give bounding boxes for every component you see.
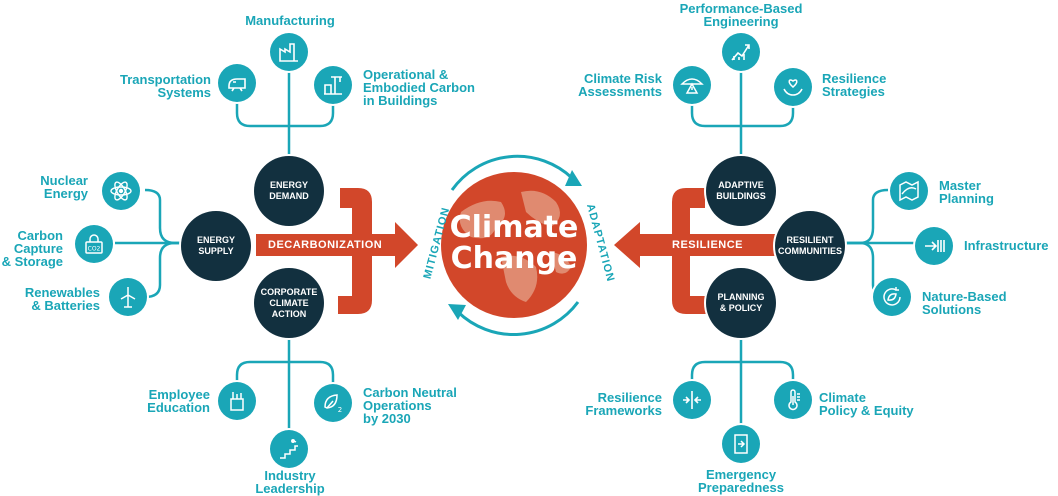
label-manufacturing: Manufacturing <box>245 13 335 28</box>
exit-door-icon[interactable] <box>722 425 760 463</box>
label-operational-carbon: Operational & Embodied Carbon in Buildin… <box>363 67 475 108</box>
train-icon[interactable] <box>218 64 256 102</box>
hub-corporate-climate-action[interactable]: CORPORATE CLIMATE ACTION <box>254 268 324 338</box>
label-employee-education: Employee Education <box>147 387 210 415</box>
stairs-climb-icon[interactable] <box>270 430 308 468</box>
co2-lock-icon[interactable]: CO2 <box>75 225 113 263</box>
resilience-banner: RESILIENCE <box>672 239 744 251</box>
hub-energy-supply[interactable]: ENERGY SUPPLY <box>181 211 251 281</box>
compress-arrows-icon[interactable] <box>673 381 711 419</box>
hub-resilient-communities[interactable]: RESILIENT COMMUNITIES <box>775 211 845 281</box>
thermometer-icon[interactable] <box>774 381 812 419</box>
center-title: Climate Change <box>449 210 579 276</box>
decarbonization-banner: DECARBONIZATION <box>268 239 383 251</box>
chart-growth-icon[interactable] <box>722 33 760 71</box>
heart-hands-icon[interactable] <box>774 68 812 106</box>
hub-energy-demand[interactable]: ENERGY DEMAND <box>254 156 324 226</box>
label-transportation: Transportation Systems <box>119 72 211 100</box>
label-climate-policy: Climate Policy & Equity <box>819 390 914 418</box>
leaf-o2-icon[interactable]: 2 <box>314 384 352 422</box>
label-climate-risk: Climate Risk Assessments <box>578 71 662 99</box>
label-resilience-frameworks: Resilience Frameworks <box>585 390 662 418</box>
factory-icon[interactable] <box>270 33 308 71</box>
label-nuclear-energy: Nuclear Energy <box>40 173 88 201</box>
label-performance-engineering: Performance-Based Engineering <box>679 1 803 29</box>
leaf-cycle-icon[interactable] <box>873 278 911 316</box>
svg-text:2: 2 <box>338 406 342 414</box>
globe <box>441 172 587 318</box>
bridge-arrow-icon[interactable] <box>915 227 953 265</box>
label-industry-leadership: Industry Leadership <box>255 468 325 496</box>
globe-land-icon <box>459 190 571 302</box>
umbrella-warning-icon[interactable] <box>673 66 711 104</box>
wind-turbine-icon[interactable] <box>109 278 147 316</box>
label-master-planning: Master Planning <box>939 178 994 206</box>
label-carbon-neutral: Carbon Neutral Operations by 2030 <box>363 385 457 426</box>
crane-building-icon[interactable] <box>314 66 352 104</box>
svg-text:CO2: CO2 <box>88 246 101 253</box>
atom-icon[interactable] <box>102 172 140 210</box>
map-curve-icon[interactable] <box>890 172 928 210</box>
label-resilience-strategies: Resilience Strategies <box>822 71 887 99</box>
label-infrastructure: Infrastructure <box>964 238 1049 253</box>
label-renewables: Renewables & Batteries <box>24 285 100 313</box>
label-carbon-capture: Carbon Capture & Storage <box>1 228 63 269</box>
label-emergency-preparedness: Emergency Preparedness <box>698 467 784 495</box>
hub-adaptive-buildings[interactable]: ADAPTIVE BUILDINGS <box>706 156 776 226</box>
label-nature-based: Nature-Based Solutions <box>922 289 1007 317</box>
pencil-cup-icon[interactable] <box>218 382 256 420</box>
hub-planning-policy[interactable]: PLANNING & POLICY <box>706 268 776 338</box>
